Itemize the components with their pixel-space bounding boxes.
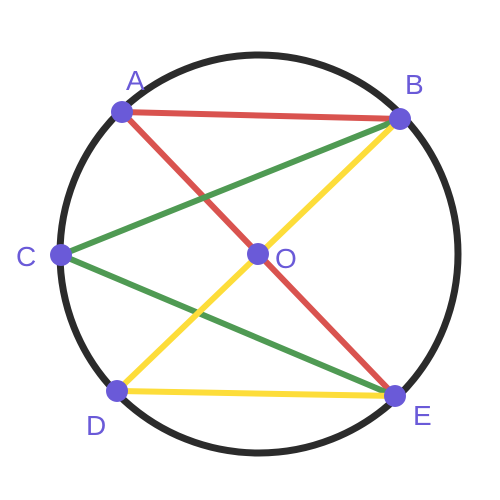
- point-D: [106, 380, 128, 402]
- point-A: [111, 101, 133, 123]
- label-D: D: [86, 410, 106, 441]
- point-C: [50, 244, 72, 266]
- label-A: A: [126, 65, 145, 96]
- segment-CB: [58, 116, 403, 258]
- label-C: C: [16, 241, 36, 272]
- label-E: E: [413, 400, 432, 431]
- label-B: B: [405, 69, 424, 100]
- point-B: [389, 108, 411, 130]
- segment-CE: [58, 252, 398, 399]
- point-O: [247, 243, 269, 265]
- segment-DE: [114, 388, 398, 399]
- label-O: O: [275, 243, 297, 274]
- segment-AB: [119, 109, 403, 122]
- point-E: [384, 385, 406, 407]
